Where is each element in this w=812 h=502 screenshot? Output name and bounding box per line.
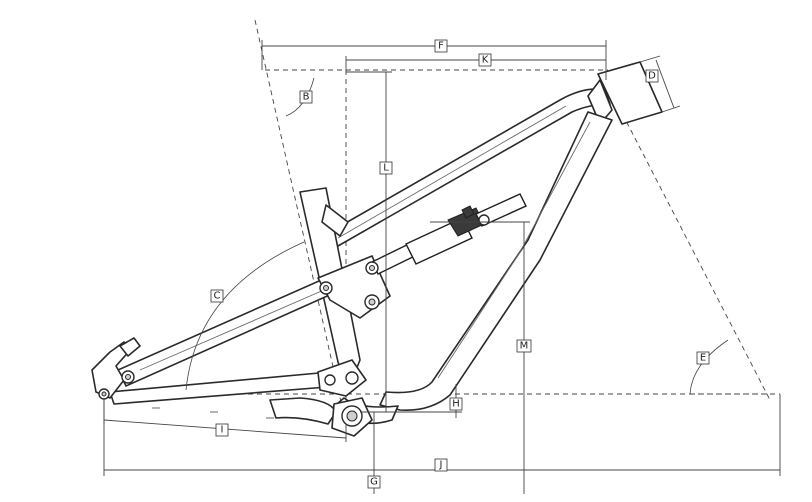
dimension-labels: F K D B L C M E — [210, 39, 710, 489]
label-f: F — [434, 39, 448, 53]
dimensions — [103, 40, 781, 494]
shock-eye-pivot-core — [369, 265, 375, 271]
main-pivot-core — [368, 298, 376, 306]
shock-mount-pivot — [478, 214, 490, 226]
label-c: C — [210, 289, 224, 303]
steering-axis — [605, 81, 771, 401]
svg-text:F: F — [438, 41, 444, 52]
seat-stay-edge — [139, 275, 357, 371]
svg-text:M: M — [520, 341, 529, 352]
svg-text:J: J — [439, 460, 443, 471]
label-e: E — [696, 351, 710, 365]
lower-link-pivot-2 — [345, 371, 359, 385]
lower-link-pivot — [324, 374, 336, 386]
dim-e-arc — [689, 339, 729, 395]
svg-text:G: G — [370, 477, 378, 488]
label-k: K — [478, 53, 492, 67]
label-d: D — [645, 69, 659, 83]
svg-text:D: D — [648, 71, 656, 82]
top-tube-edge — [337, 105, 567, 239]
svg-text:K: K — [482, 55, 489, 66]
bottom-bracket-core — [346, 410, 358, 422]
rear-axle-pivot-core — [125, 374, 131, 380]
lower-link — [317, 359, 367, 397]
svg-text:I: I — [221, 425, 224, 436]
svg-text:B: B — [303, 92, 310, 103]
label-i: I — [215, 423, 229, 437]
seat-tube-gusset — [321, 204, 349, 237]
pivots — [98, 214, 490, 427]
label-g: G — [367, 475, 381, 489]
svg-text:H: H — [452, 399, 460, 410]
rocker-pivot-lower-core — [323, 285, 329, 291]
label-l: L — [379, 161, 393, 175]
label-h: H — [449, 397, 463, 411]
down-tube-edge — [437, 121, 591, 379]
frame — [91, 61, 663, 437]
svg-text:L: L — [383, 163, 389, 174]
svg-text:E: E — [700, 353, 706, 364]
svg-text:C: C — [214, 291, 221, 302]
bolt-markers — [152, 407, 274, 419]
dropout-hanger — [119, 337, 141, 357]
dim-d-line — [655, 59, 675, 109]
label-b: B — [299, 90, 313, 104]
label-m: M — [516, 339, 532, 353]
label-j: J — [434, 458, 448, 472]
shock-valve — [461, 205, 475, 219]
dim-d-ext1 — [639, 55, 661, 63]
rear-axle-core — [101, 391, 107, 397]
dim-c-arc — [185, 241, 305, 391]
construction-lines — [104, 19, 780, 421]
chain-stay-yoke — [269, 397, 337, 425]
dim-d-ext2 — [661, 105, 681, 113]
